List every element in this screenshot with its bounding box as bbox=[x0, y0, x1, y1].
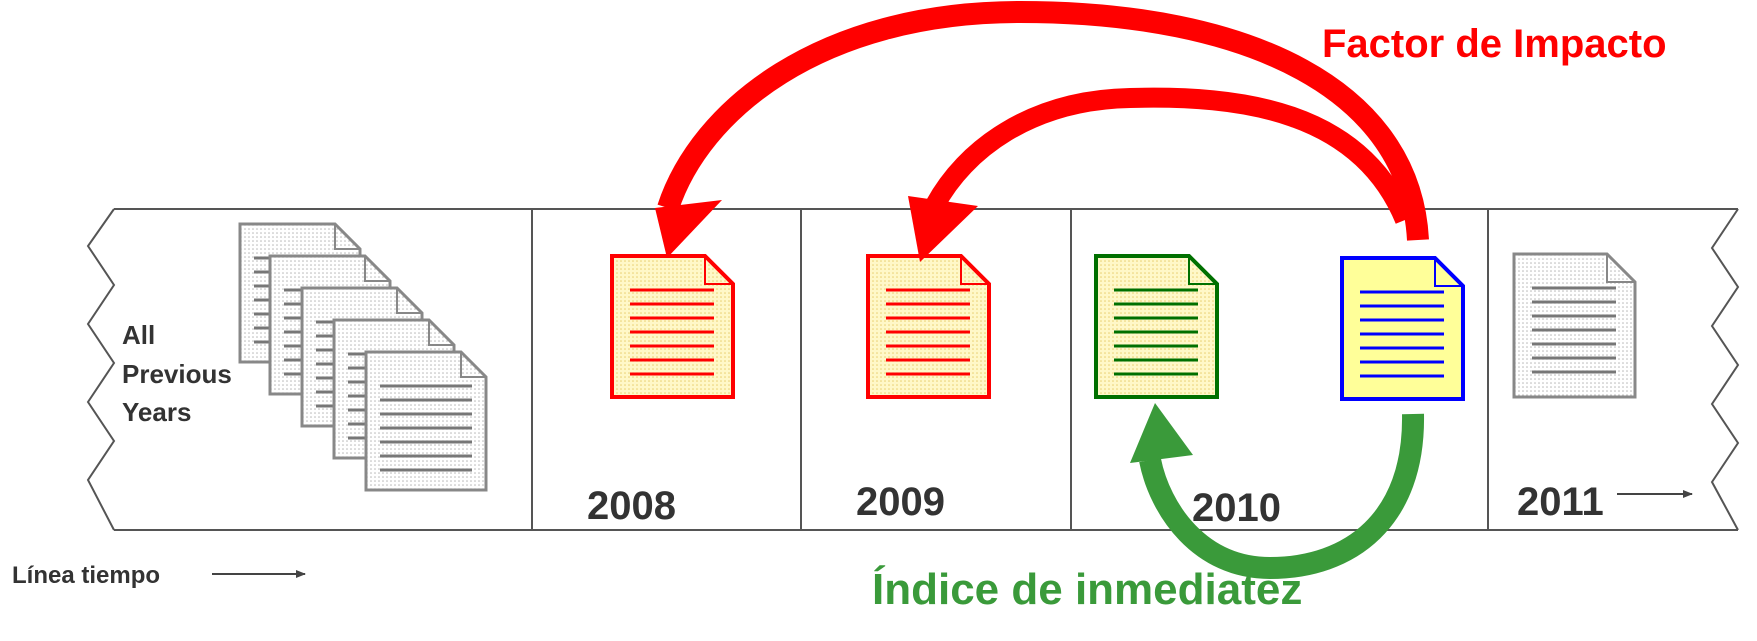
previous-years-label-line: Previous bbox=[122, 359, 232, 389]
document-2008-icon bbox=[610, 254, 735, 399]
immediacy-index-title: Índice de inmediatez bbox=[872, 565, 1303, 614]
impact-factor-title: Factor de Impacto bbox=[1322, 22, 1667, 66]
band-left-zigzag bbox=[86, 208, 116, 531]
year-label-2008: 2008 bbox=[587, 484, 676, 528]
previous-years-document-stack bbox=[238, 222, 488, 492]
year-label-2011: 2011 bbox=[1517, 480, 1604, 524]
document-2010-green-icon bbox=[1094, 254, 1219, 399]
impact-arrow-2010-to-2009 bbox=[926, 87, 1415, 224]
impact-arrowhead-2009 bbox=[908, 196, 978, 262]
year-label-2010: 2010 bbox=[1192, 486, 1281, 530]
impact-arrowhead-2008 bbox=[655, 200, 722, 258]
impact-arrow-2010-to-2008 bbox=[657, 0, 1429, 241]
document-2010-blue-icon bbox=[1340, 256, 1465, 401]
immediacy-arrowhead bbox=[1130, 403, 1193, 463]
document-2009-icon bbox=[866, 254, 991, 399]
previous-years-label-line: All bbox=[122, 320, 156, 350]
document-2011-icon bbox=[1512, 252, 1637, 399]
band-right-zigzag bbox=[1710, 208, 1740, 531]
stacked-doc-icon bbox=[364, 350, 488, 492]
previous-years-label-line: Years bbox=[122, 397, 192, 427]
immediacy-arrow-2010-to-2010 bbox=[1139, 413, 1425, 580]
year-label-2009: 2009 bbox=[856, 480, 945, 524]
timeline-label: Línea tiempo bbox=[12, 562, 161, 589]
